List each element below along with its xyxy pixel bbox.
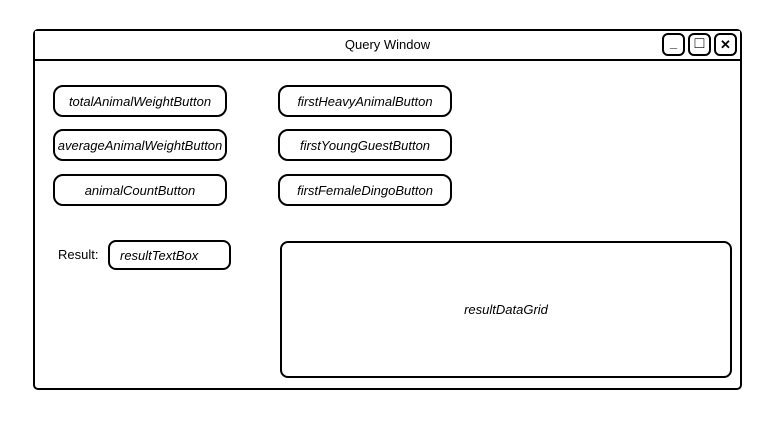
maximize-icon: □ bbox=[694, 35, 705, 52]
title-bar[interactable]: Query Window _ □ ✕ bbox=[35, 31, 740, 61]
total-animal-weight-button[interactable]: totalAnimalWeightButton bbox=[53, 85, 227, 117]
window-controls: _ □ ✕ bbox=[662, 33, 737, 56]
minimize-button[interactable]: _ bbox=[662, 33, 685, 56]
animal-count-button[interactable]: animalCountButton bbox=[53, 174, 227, 206]
window-title: Query Window bbox=[344, 37, 431, 52]
minimize-icon: _ bbox=[669, 35, 678, 50]
window-content: totalAnimalWeightButton averageAnimalWei… bbox=[35, 61, 740, 388]
first-female-dingo-button[interactable]: firstFemaleDingoButton bbox=[278, 174, 452, 206]
result-data-grid-label: resultDataGrid bbox=[464, 302, 548, 317]
result-textbox[interactable] bbox=[108, 240, 231, 270]
close-button[interactable]: ✕ bbox=[714, 33, 737, 56]
query-window: Query Window _ □ ✕ totalAnimalWeightButt… bbox=[33, 29, 742, 390]
first-young-guest-button[interactable]: firstYoungGuestButton bbox=[278, 129, 452, 161]
result-data-grid[interactable]: resultDataGrid bbox=[280, 241, 732, 378]
first-heavy-animal-button[interactable]: firstHeavyAnimalButton bbox=[278, 85, 452, 117]
average-animal-weight-button[interactable]: averageAnimalWeightButton bbox=[53, 129, 227, 161]
result-label: Result: bbox=[58, 247, 99, 262]
close-icon: ✕ bbox=[720, 37, 731, 52]
maximize-button[interactable]: □ bbox=[688, 33, 711, 56]
